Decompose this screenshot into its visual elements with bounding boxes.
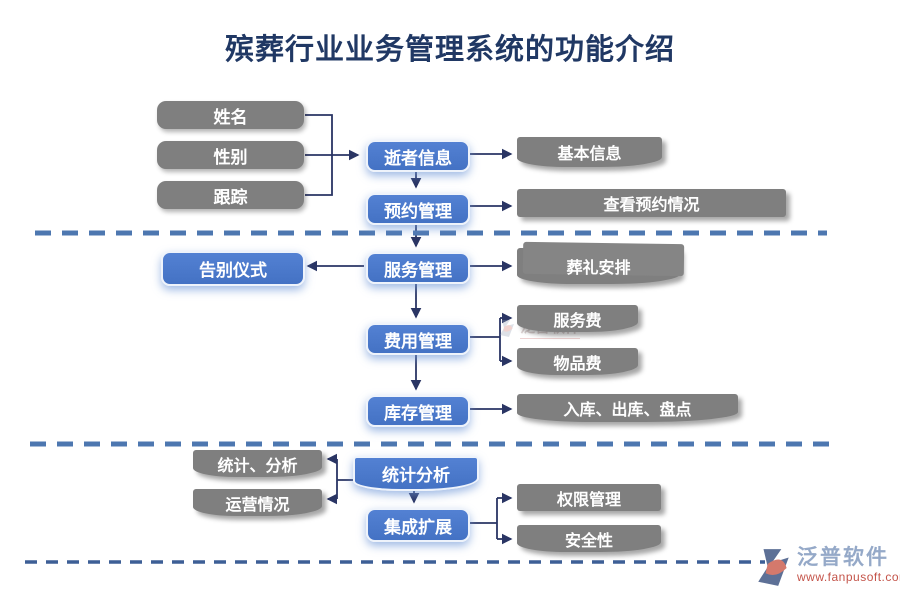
node-tracking: 跟踪 <box>157 181 304 209</box>
node-farewell-ceremony: 告别仪式 <box>161 251 305 286</box>
node-basic-info: 基本信息 <box>517 137 662 167</box>
node-item-fee: 物品费 <box>517 348 638 375</box>
node-funeral-arrangement: 葬礼安排 <box>517 248 680 284</box>
section-divider-lines <box>30 230 838 447</box>
fanpu-url: www.fanpusoft.com <box>797 570 900 584</box>
node-view-appointments: 查看预约情况 <box>517 189 786 217</box>
node-inventory-mgmt: 库存管理 <box>366 395 470 427</box>
node-deceased-info: 逝者信息 <box>366 140 470 172</box>
node-in-out-stocktaking: 入库、出库、盘点 <box>517 394 738 422</box>
node-permission-mgmt: 权限管理 <box>517 484 661 511</box>
node-integration-expansion: 集成扩展 <box>366 508 470 542</box>
node-service-mgmt: 服务管理 <box>366 252 470 284</box>
node-operation-status: 运营情况 <box>193 489 322 516</box>
node-appointment-mgmt: 预约管理 <box>366 193 470 225</box>
node-fee-mgmt: 费用管理 <box>366 323 470 355</box>
fanpu-logo-icon <box>758 549 789 586</box>
flow-connectors <box>305 114 513 545</box>
node-security: 安全性 <box>517 525 661 552</box>
fanpu-logo-text: 泛普软件 www.fanpusoft.com <box>797 546 900 584</box>
node-service-fee: 服务费 <box>517 305 638 332</box>
page-title: 殡葬行业业务管理系统的功能介绍 <box>224 34 675 66</box>
node-gender: 性别 <box>157 141 304 169</box>
fanpu-logo: 泛普软件 www.fanpusoft.com <box>753 546 900 588</box>
node-stats-analysis-detail: 统计、分析 <box>193 450 322 477</box>
node-name: 姓名 <box>157 101 304 129</box>
fanpu-brand-name: 泛普软件 <box>797 546 889 569</box>
node-stats-analysis: 统计分析 <box>353 456 479 491</box>
